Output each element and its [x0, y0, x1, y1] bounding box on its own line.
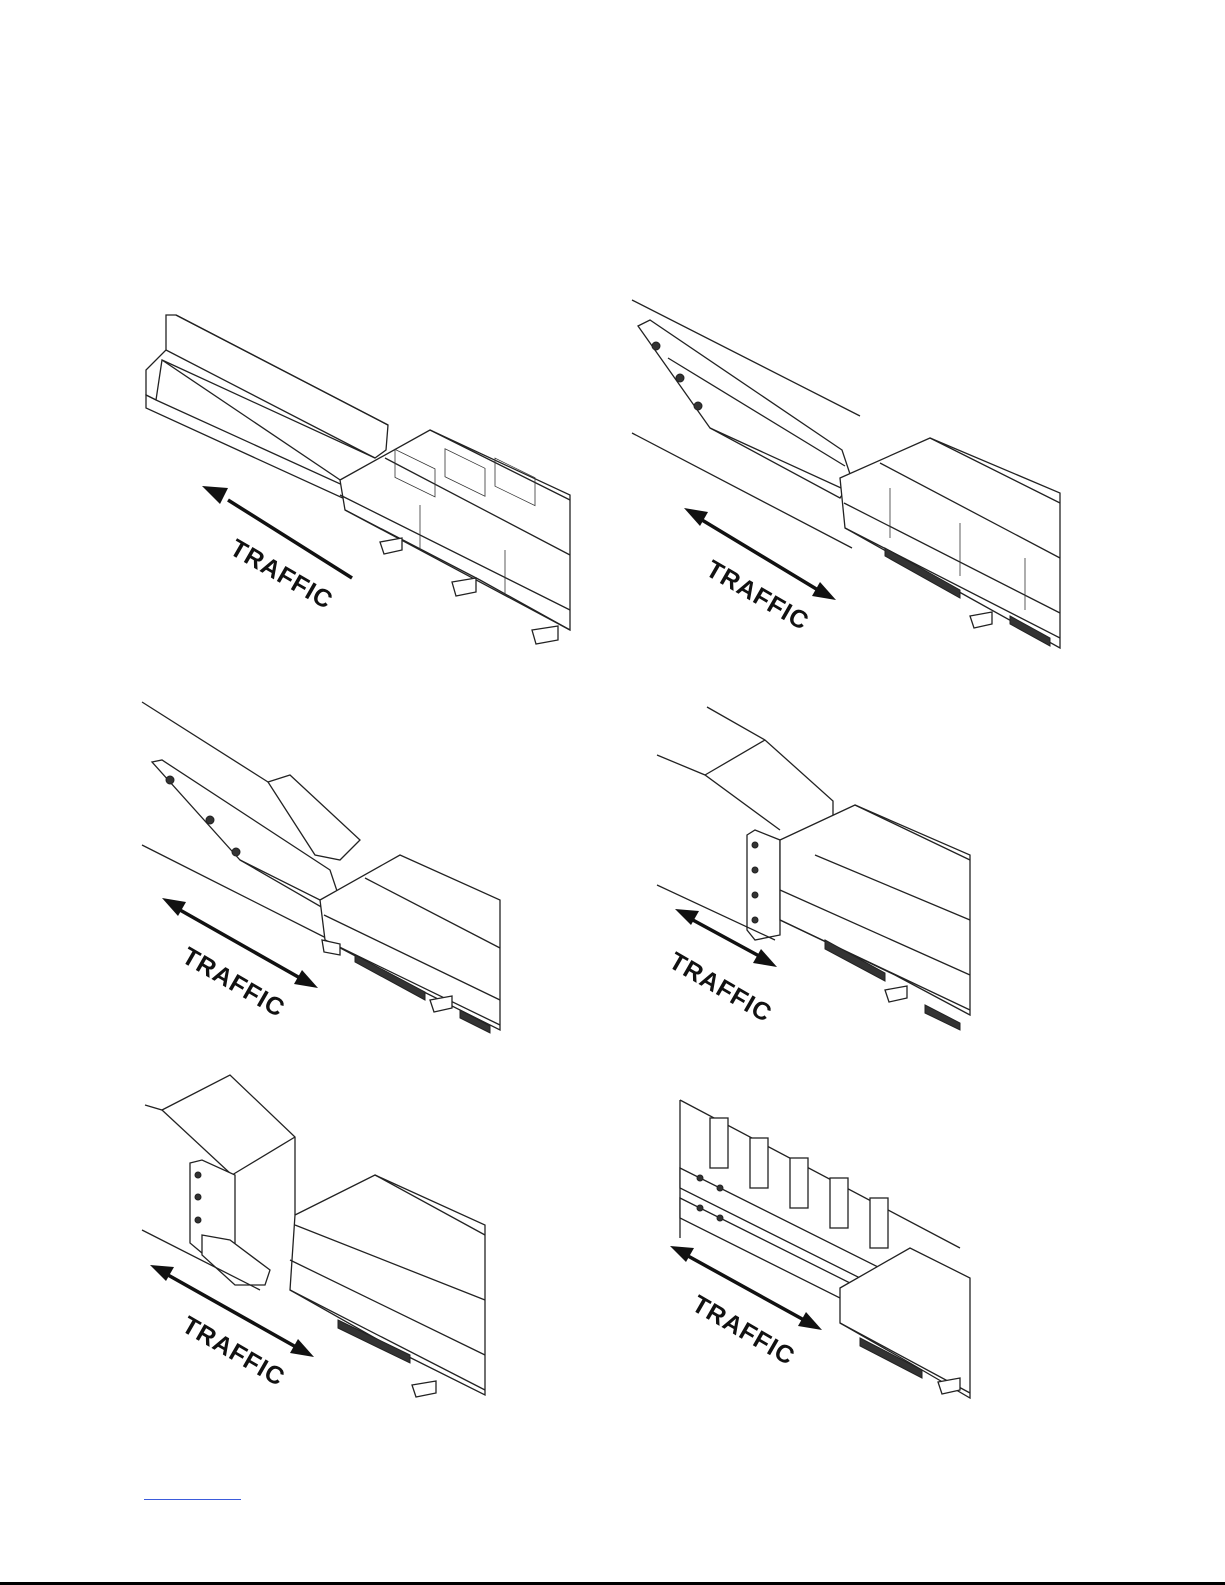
diagram-panel-2: TRAFFIC	[630, 298, 1060, 653]
barrier-drawing-2	[630, 298, 1060, 653]
diagram-panel-1: TRAFFIC	[140, 310, 580, 655]
footer-link-underline[interactable]	[144, 1498, 241, 1500]
diagram-panel-5: TRAFFIC	[140, 1075, 485, 1405]
diagram-panel-6: TRAFFIC	[660, 1098, 970, 1403]
diagram-panel-3: TRAFFIC	[140, 700, 500, 1035]
barrier-drawing-5	[140, 1075, 485, 1405]
diagram-panel-4: TRAFFIC	[655, 705, 970, 1030]
barrier-drawing-6	[660, 1098, 970, 1403]
barrier-drawing-3	[140, 700, 500, 1035]
barrier-drawing-1	[140, 310, 580, 655]
